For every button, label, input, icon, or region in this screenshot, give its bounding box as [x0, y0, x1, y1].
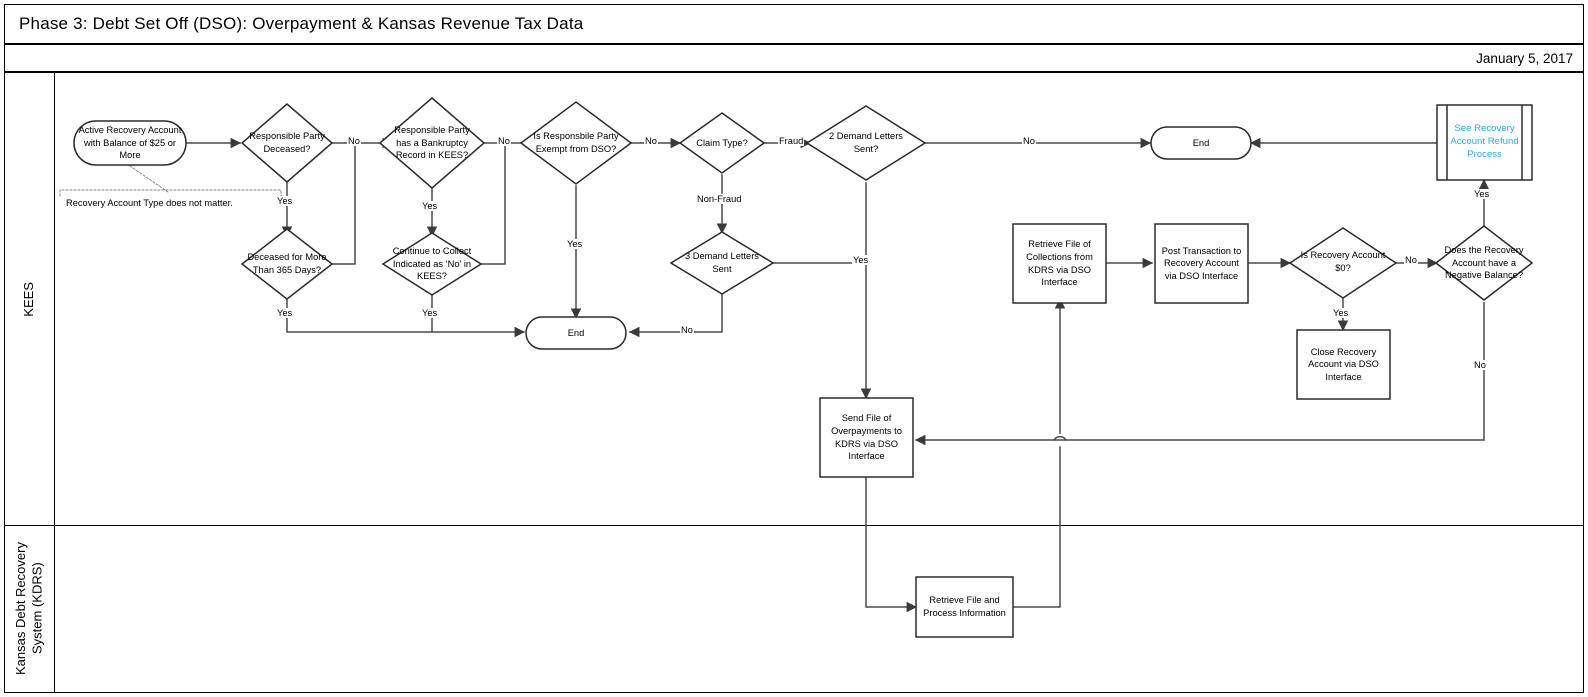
edge-sendfile-to-kdrs [865, 476, 918, 613]
edge-continue-no [480, 143, 506, 265]
edge-label-claimtype-nonfraud: Non-Fraud [696, 194, 743, 204]
node-negative-shape [1434, 225, 1534, 301]
node-365-shape [240, 228, 334, 300]
note-account-type: Recovery Account Type does not matter. [66, 198, 233, 208]
edge-label-3letters-yes: Yes [852, 255, 870, 265]
node-zero-shape [1288, 227, 1398, 299]
node-retrieve-coll-shape [1012, 223, 1107, 304]
node-end-right-shape [1150, 126, 1252, 160]
diagram-body-frame [4, 72, 1584, 693]
edge-jump-arc [1052, 435, 1068, 442]
node-2letters-shape [805, 105, 927, 181]
note-leader-line [129, 165, 169, 193]
node-kdrs-retrieve-shape [915, 576, 1014, 638]
edge-label-zero-yes: Yes [1332, 308, 1350, 318]
edge-label-continue-yes: Yes [421, 308, 439, 318]
edge-negative-no [914, 302, 1485, 446]
edge-kdrs-up-seg1 [1011, 446, 1061, 608]
node-3letters-shape [669, 231, 775, 295]
node-post-trans-shape [1154, 223, 1249, 304]
node-continue-shape [381, 232, 483, 296]
edge-365-no [331, 143, 356, 265]
title-bar: Phase 3: Debt Set Off (DSO): Overpayment… [4, 4, 1584, 44]
edge-label-deceased-yes: Yes [276, 196, 294, 206]
edge-label-zero-no: No [1404, 255, 1418, 265]
edge-label-deceased-no: No [347, 136, 361, 146]
node-end-left-shape [525, 316, 627, 350]
edge-label-365-yes: Yes [276, 308, 294, 318]
edge-label-3letters-no: No [680, 325, 694, 335]
edge-3letters-no [628, 294, 723, 338]
date-label: January 5, 2017 [1476, 50, 1573, 66]
edge-365-yes [286, 299, 526, 338]
swimlane-header-kees: KEES [5, 73, 55, 525]
date-bar: January 5, 2017 [4, 44, 1584, 72]
node-subprocess-shape [1436, 104, 1533, 181]
node-bankruptcy-shape [378, 97, 486, 189]
swimlane-header-kdrs: Kansas Debt Recovery System (KDRS) [5, 525, 55, 692]
edge-label-2letters-no: No [1022, 136, 1036, 146]
edge-label-claimtype-fraud: Fraud [778, 136, 805, 146]
edge-label-negative-no: No [1473, 360, 1487, 370]
node-start-shape [73, 120, 187, 166]
node-exempt-shape [519, 101, 633, 185]
node-deceased-shape [240, 103, 334, 183]
edge-label-exempt-no: No [644, 136, 658, 146]
edge-label-bankruptcy-yes: Yes [421, 201, 439, 211]
edge-label-bankruptcy-no: No [497, 136, 511, 146]
node-close-shape [1296, 329, 1391, 400]
node-claimtype-shape [678, 112, 766, 174]
node-sendfile-shape [819, 397, 914, 478]
edge-label-negative-yes: Yes [1473, 189, 1491, 199]
page-title: Phase 3: Debt Set Off (DSO): Overpayment… [19, 14, 584, 33]
note-bracket [59, 189, 282, 197]
swimlane-divider [5, 525, 1583, 526]
edge-label-exempt-yes: Yes [566, 239, 584, 249]
